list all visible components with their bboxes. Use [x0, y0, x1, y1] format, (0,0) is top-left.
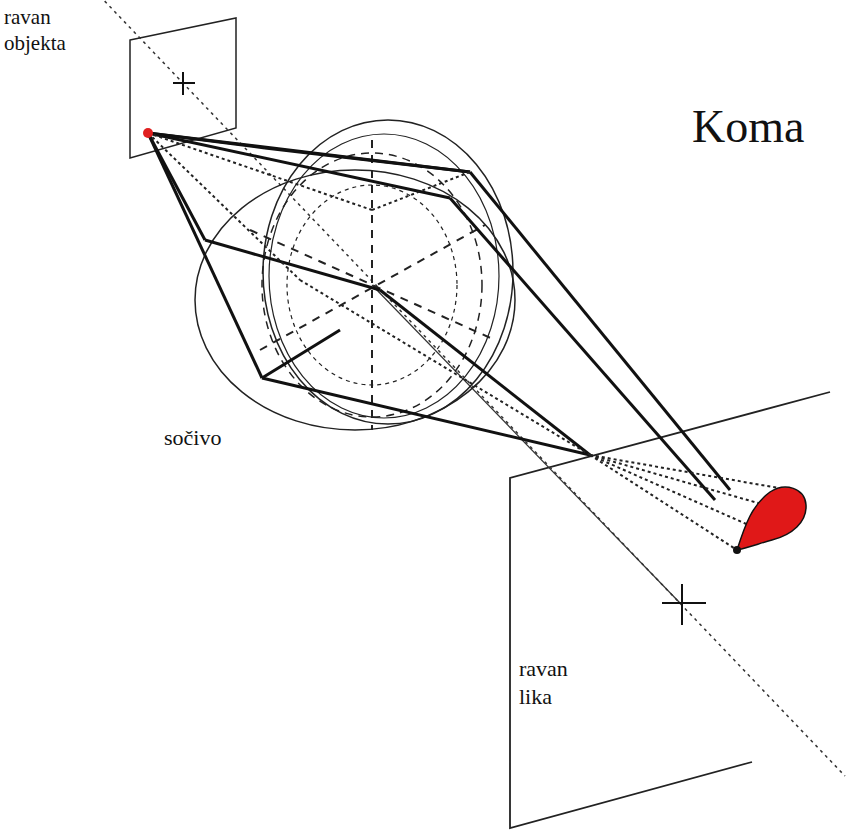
ray [148, 133, 730, 500]
object-point [143, 128, 153, 138]
lens [195, 120, 515, 430]
part-label: sočivo [164, 424, 284, 452]
part-label: ravan objekta [4, 4, 104, 57]
coma-spot [737, 487, 806, 550]
image-plane [510, 392, 830, 828]
optical-axis [95, 0, 845, 776]
image-point [733, 546, 741, 554]
diagram-title: Koma [692, 98, 842, 156]
axis-segment [372, 285, 680, 603]
dashed-ray [148, 133, 800, 550]
image-plane-fill [510, 392, 830, 828]
part-label: ravan lika [519, 655, 599, 710]
